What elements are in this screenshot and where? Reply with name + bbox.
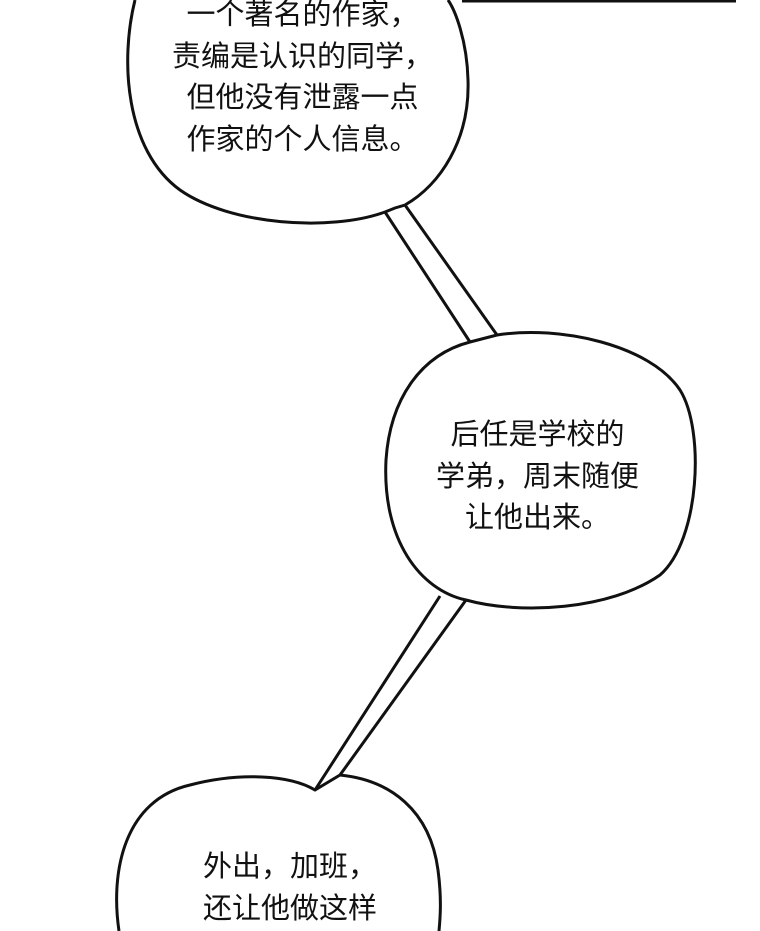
bubble-text-line: 作家的个人信息。 [186,121,419,156]
speech-bubble-2 [384,331,697,610]
bubble-text-line: 责编是认识的同学， [171,38,433,73]
bubble-text-line: 让他出来。 [464,500,610,534]
bubble-3-text: 外出，加班， 还让他做这样 [185,846,395,929]
bubble-connector [383,204,499,343]
bubble-text-line: 后任是学校的 [450,417,625,451]
bubble-text-line: 一个著名的作家， [186,0,419,31]
bubble-1-text: 一个著名的作家， 责编是认识的同学， 但他没有泄露一点作家的个人信息。 [160,0,445,160]
bubble-text-line: 学弟，周末随便 [435,458,639,493]
bubble-text-line: 还让他做这样 [202,890,377,925]
bubble-text-line: 但他没有泄露一点 [186,80,419,114]
speech-bubble-3 [115,773,442,931]
bubble-2-text: 后任是学校的学弟，周末随便让他出来。 [415,414,660,539]
bubble-connector [313,595,468,791]
bubble-text-line: 外出，加班， [202,849,377,883]
speech-bubble-1 [126,0,470,225]
